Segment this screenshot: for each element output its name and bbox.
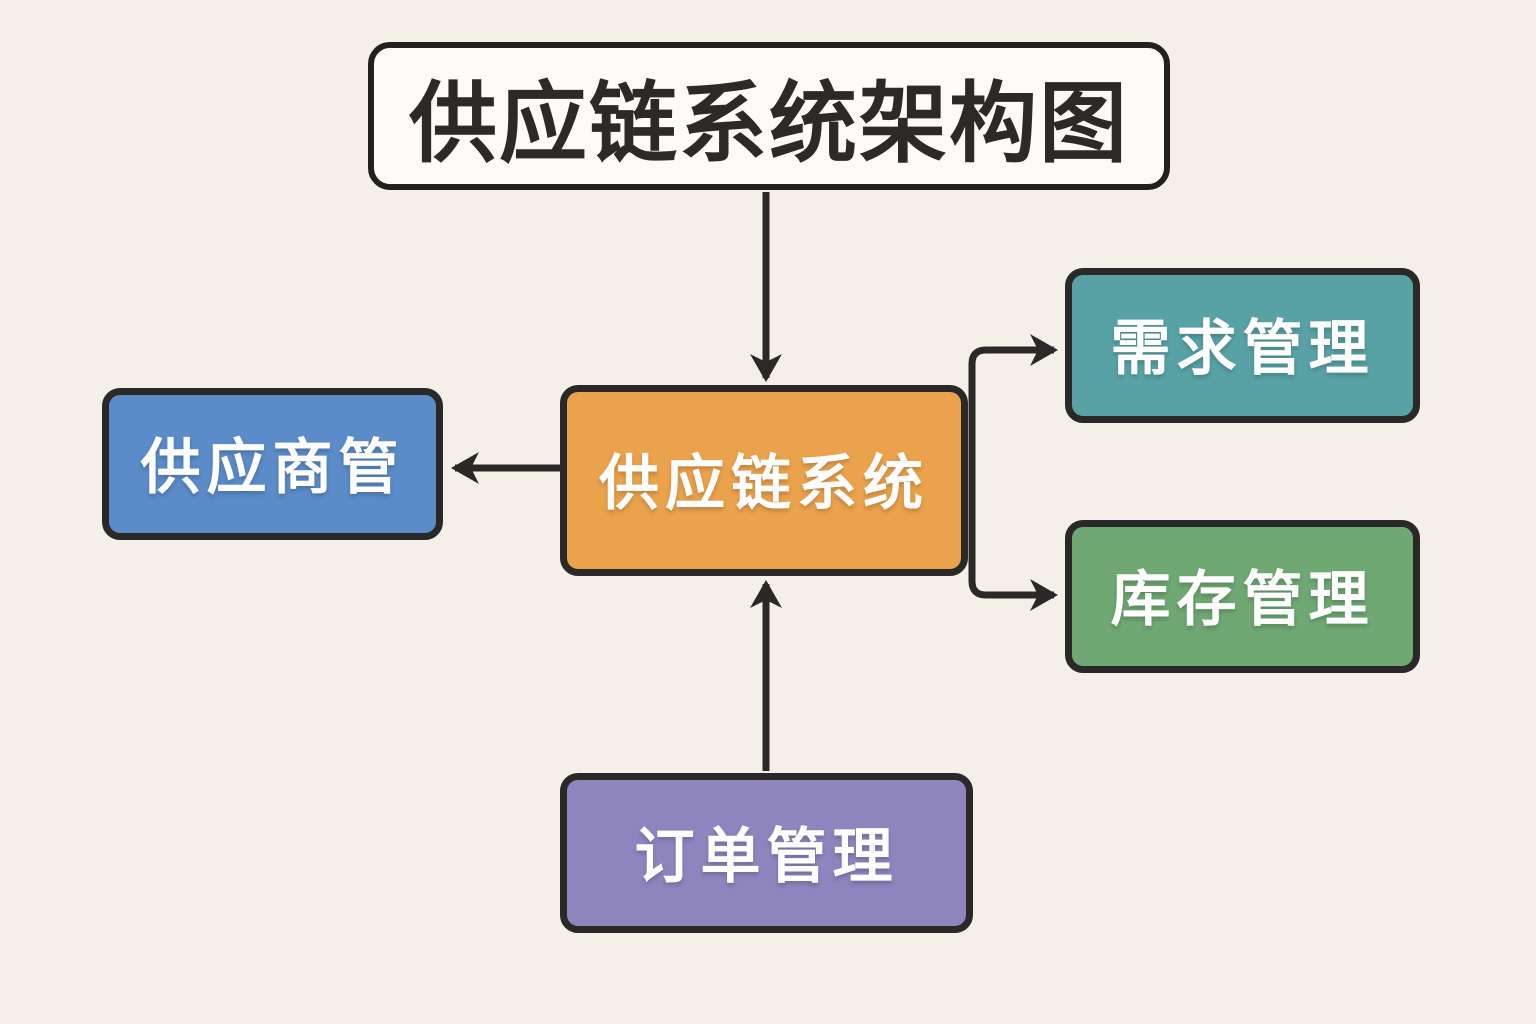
node-label: 需求管理 [1110, 315, 1375, 382]
node-order-management: 订单管理 [560, 773, 973, 933]
node-inventory-management: 库存管理 [1065, 520, 1420, 673]
edge-center-to-demand-and-inventory [968, 334, 1058, 611]
node-demand-management: 需求管理 [1065, 268, 1420, 423]
diagram-title-box: 供应链系统架构图 [368, 42, 1170, 190]
node-label: 库存管理 [1110, 566, 1375, 633]
node-label: 供应链系统 [599, 450, 929, 517]
node-supplier-management: 供应商管 [102, 388, 443, 540]
node-supply-chain-system: 供应链系统 [560, 385, 968, 576]
node-label: 供应商管 [140, 433, 405, 501]
diagram-title: 供应链系统架构图 [408, 73, 1129, 173]
node-label: 订单管理 [634, 822, 899, 890]
